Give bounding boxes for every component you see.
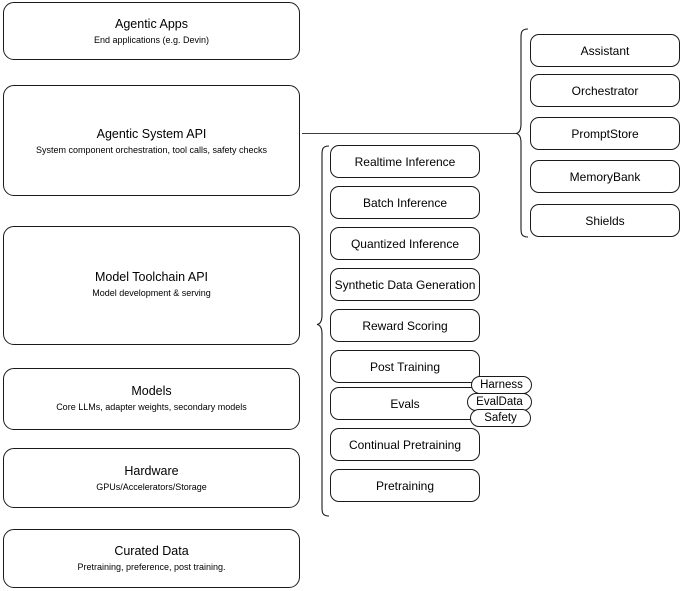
system-item-assistant[interactable]: Assistant [530,34,680,67]
layer-title: Models [131,384,172,398]
toolchain-item-label: Synthetic Data Generation [334,277,476,292]
toolchain-item-continual-pretraining[interactable]: Continual Pretraining [330,428,480,461]
layer-agentic-system-api[interactable]: Agentic System API System component orch… [3,85,300,196]
toolchain-item-label: Batch Inference [362,195,448,210]
toolchain-item-label: Reward Scoring [362,318,448,333]
layer-hardware[interactable]: Hardware GPUs/Accelerators/Storage [3,448,300,508]
evals-badge-harness[interactable]: Harness [471,376,532,394]
layer-agentic-apps[interactable]: Agentic Apps End applications (e.g. Devi… [3,2,300,60]
toolchain-item-quantized-inference[interactable]: Quantized Inference [330,227,480,260]
layer-subtitle: GPUs/Accelerators/Storage [96,482,207,492]
toolchain-item-label: Post Training [369,359,441,374]
toolchain-item-realtime-inference[interactable]: Realtime Inference [330,145,480,178]
system-item-label: Assistant [580,43,630,58]
evals-badge-safety[interactable]: Safety [470,409,531,427]
system-item-label: Shields [585,213,625,228]
system-item-label: Orchestrator [571,83,639,98]
system-components-brace [515,28,529,238]
toolchain-item-label: Pretraining [375,478,435,493]
system-item-shields[interactable]: Shields [530,204,680,237]
layer-curated-data[interactable]: Curated Data Pretraining, preference, po… [3,529,300,588]
toolchain-item-synthetic-data-generation[interactable]: Synthetic Data Generation [330,268,480,301]
layer-title: Agentic Apps [115,17,188,31]
toolchain-item-label: Continual Pretraining [348,437,462,452]
toolchain-item-evals[interactable]: Evals [330,387,480,420]
layer-model-toolchain-api[interactable]: Model Toolchain API Model development & … [3,226,300,345]
toolchain-item-post-training[interactable]: Post Training [330,350,480,383]
system-item-label: MemoryBank [569,169,641,184]
layer-models[interactable]: Models Core LLMs, adapter weights, secon… [3,368,300,430]
evals-badge-label: Harness [480,378,523,391]
layer-title: Hardware [124,464,179,478]
layer-subtitle: Core LLMs, adapter weights, secondary mo… [56,402,247,412]
system-item-promptstore[interactable]: PromptStore [530,117,680,150]
layer-subtitle: System component orchestration, tool cal… [35,145,268,155]
system-item-orchestrator[interactable]: Orchestrator [530,74,680,107]
layer-subtitle: Pretraining, preference, post training. [77,562,226,572]
toolchain-item-reward-scoring[interactable]: Reward Scoring [330,309,480,342]
layer-title: Curated Data [114,544,189,558]
toolchain-item-label: Evals [390,396,420,411]
layer-title: Model Toolchain API [94,270,209,284]
toolchain-item-pretraining[interactable]: Pretraining [330,469,480,502]
toolchain-item-label: Realtime Inference [354,154,456,169]
toolchain-item-batch-inference[interactable]: Batch Inference [330,186,480,219]
system-item-memorybank[interactable]: MemoryBank [530,160,680,193]
layer-subtitle: Model development & serving [92,288,211,298]
toolchain-components-brace [316,145,330,517]
system-item-label: PromptStore [571,126,639,141]
layer-title: Agentic System API [96,127,207,141]
evals-badge-label: EvalData [476,395,523,408]
evals-badge-label: Safety [484,411,517,424]
toolchain-item-label: Quantized Inference [350,236,460,251]
layer-subtitle: End applications (e.g. Devin) [93,35,210,45]
